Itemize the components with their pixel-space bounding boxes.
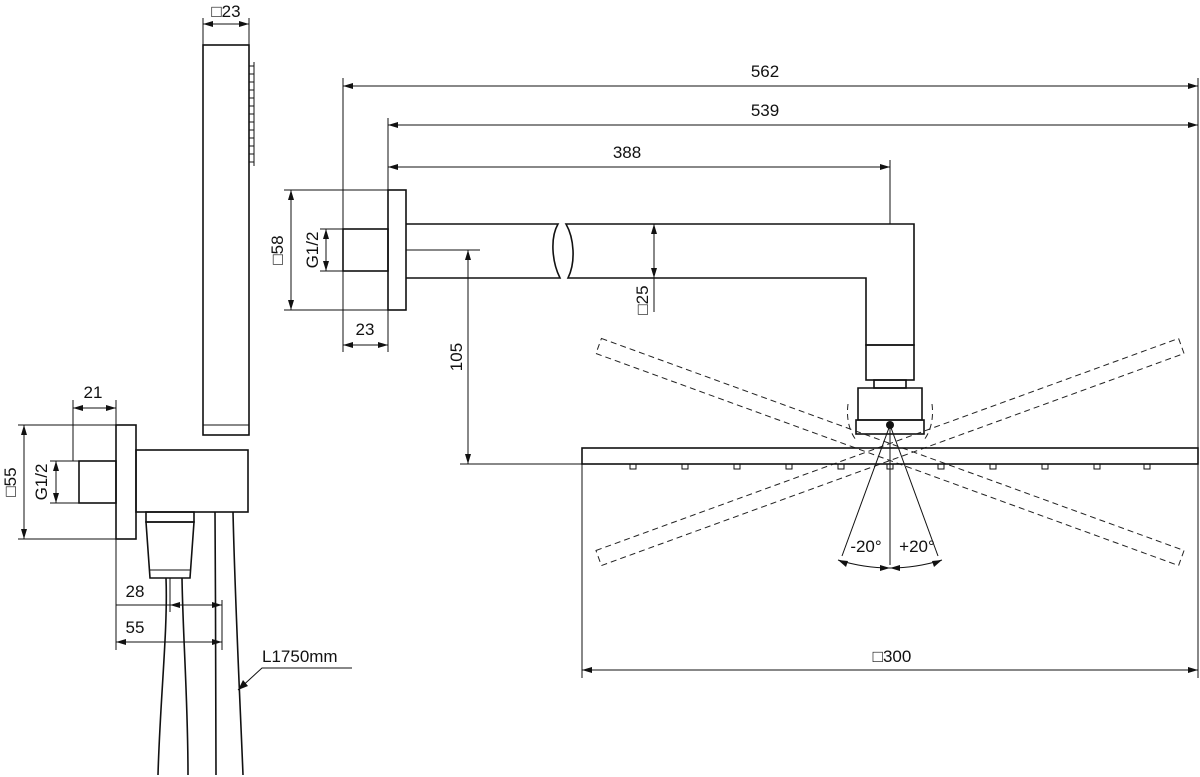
arm-length-539-label: 539 (751, 101, 779, 120)
flange-depth-label: 23 (356, 320, 375, 339)
flange-size-label: □58 (268, 235, 287, 264)
hose-right-inner (232, 511, 244, 776)
hose-right (214, 511, 217, 776)
hand-shower-body (202, 44, 250, 436)
drop-height-label: 105 (447, 343, 466, 371)
hose-left (157, 577, 168, 776)
arm-section-label: □25 (633, 285, 652, 314)
outlet-thread-stub (78, 460, 117, 504)
hand-shower: □23 (202, 2, 255, 436)
swivel-ring (873, 379, 907, 389)
arm-length-388-label: 388 (613, 143, 641, 162)
outlet-thread-label: G1/2 (32, 464, 51, 501)
head-size-label: □300 (873, 647, 912, 666)
total-length-label: 562 (751, 62, 779, 81)
head-nozzles (629, 463, 1151, 470)
arm-thread-label: G1/2 (303, 232, 322, 269)
swivel-ball (857, 387, 923, 421)
nozzle-strip (249, 62, 255, 166)
head-tilt-minus (595, 337, 1185, 567)
outlet-depth-label: 21 (84, 383, 103, 402)
arm-right-segment (564, 223, 915, 346)
outlet-flange (115, 424, 137, 540)
offset-55-label: 55 (126, 618, 145, 637)
arm-left-segment (406, 223, 562, 279)
hose-left-inner (181, 577, 189, 776)
offset-28-label: 28 (126, 582, 145, 601)
wall-outlet: 21 □55 G1/2 28 55 L1750mm (1, 383, 352, 776)
hose-nut (145, 511, 195, 523)
outlet-flange-label: □55 (1, 467, 20, 496)
arm-elbow-connector (865, 344, 915, 381)
hose-length-label: L1750mm (262, 647, 338, 666)
arm-thread-stub (342, 228, 389, 272)
tilt-plus-label: +20° (899, 537, 935, 556)
hose-connector (145, 521, 195, 579)
arm-flange (387, 189, 407, 311)
handshower-width-label: □23 (211, 2, 240, 21)
outlet-body (135, 449, 249, 513)
shower-head: -20° +20° □300 (581, 337, 1199, 678)
head-tilt-plus (595, 337, 1185, 567)
shower-arm: 562 539 388 □58 G1/2 23 (268, 62, 1199, 465)
tilt-minus-label: -20° (850, 537, 881, 556)
